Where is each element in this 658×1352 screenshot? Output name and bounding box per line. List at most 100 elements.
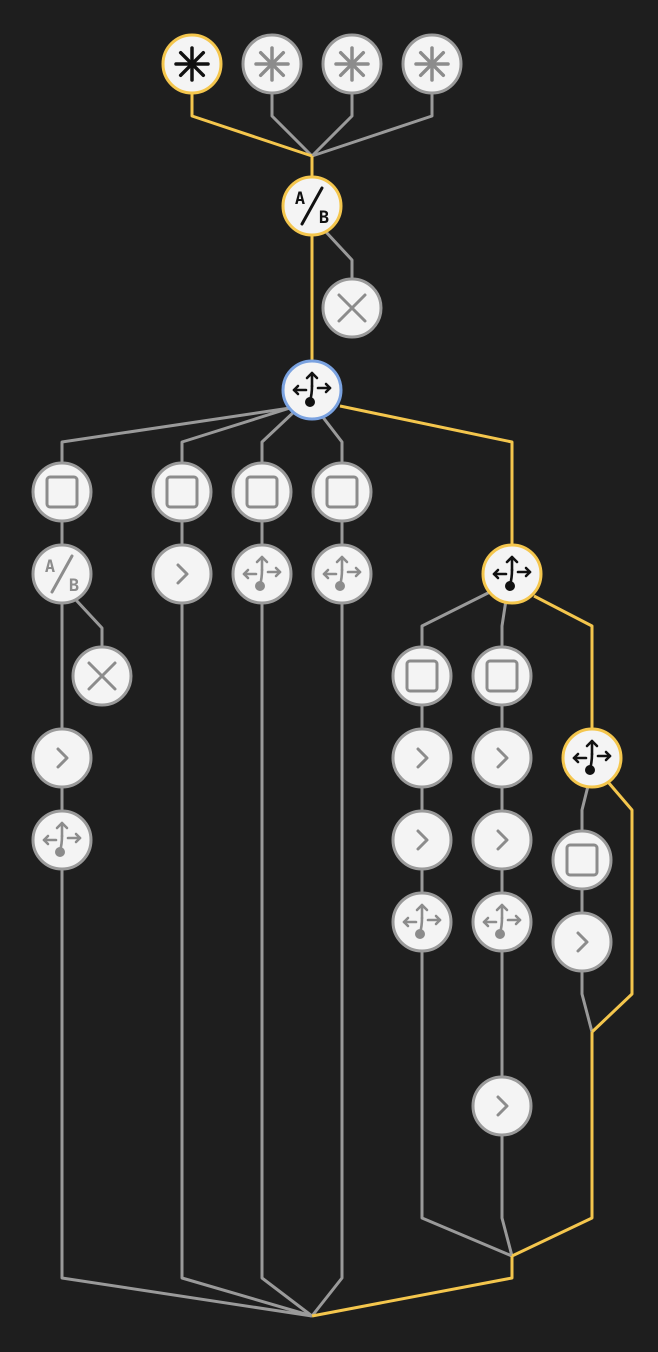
node-c3-sq[interactable] — [231, 461, 293, 523]
ab-split-icon: AB — [45, 554, 79, 596]
chevron-right-icon — [416, 747, 429, 769]
node-c1-ab[interactable]: AB — [31, 543, 93, 605]
fork-icon — [322, 555, 362, 591]
edge-e-c1-chain — [60, 520, 313, 1318]
node-c3-fk[interactable] — [231, 543, 293, 605]
close-icon — [87, 661, 117, 691]
node-t1[interactable] — [161, 33, 223, 95]
ab-split-icon: AB — [295, 186, 329, 228]
edge-e-c4-chain — [310, 520, 344, 1317]
node-circle — [311, 461, 373, 523]
chevron-right-icon — [416, 829, 429, 851]
close-icon — [337, 293, 367, 323]
edge-e-fork1-c1 — [60, 406, 291, 464]
node-circle — [231, 461, 293, 523]
edge-e-fork3-bypass — [590, 781, 634, 1034]
node-x1[interactable] — [321, 277, 383, 339]
node-c1-ch[interactable] — [31, 727, 93, 789]
edge-e-t2 — [270, 92, 314, 158]
fork-icon — [492, 555, 532, 591]
chevron-right-icon — [496, 829, 509, 851]
chevron-right-icon — [176, 563, 189, 585]
square-icon — [245, 475, 279, 509]
node-c4-fk[interactable] — [311, 543, 373, 605]
node-d2-ch3[interactable] — [471, 1075, 533, 1137]
node-d1-sq[interactable] — [391, 645, 453, 707]
square-icon — [565, 843, 599, 877]
edges-layer — [60, 92, 634, 1318]
node-circle — [31, 727, 93, 789]
edge-e-fork2-d2 — [500, 599, 508, 648]
node-circle — [551, 829, 613, 891]
node-circle — [151, 461, 213, 523]
node-c1-x[interactable] — [71, 645, 133, 707]
node-fork1[interactable] — [281, 359, 343, 421]
fork-icon — [572, 739, 612, 775]
node-d1-fk[interactable] — [391, 891, 453, 953]
node-c4-sq[interactable] — [311, 461, 373, 523]
edge-e-fork1-c2 — [180, 406, 291, 464]
chevron-right-icon — [576, 931, 589, 953]
asterisk-icon — [414, 46, 450, 82]
edge-e-c3-chain — [260, 520, 313, 1318]
asterisk-icon — [334, 46, 370, 82]
edge-e-fork2-d1 — [420, 590, 491, 648]
edge-e-fork2-fork3 — [533, 594, 594, 730]
node-circle — [471, 1075, 533, 1137]
fork-icon — [42, 821, 82, 857]
chevron-right-icon — [496, 1095, 509, 1117]
node-e1-ch[interactable] — [551, 911, 613, 973]
node-d2-sq[interactable] — [471, 645, 533, 707]
edge-e-t3 — [310, 92, 354, 158]
node-circle — [471, 727, 533, 789]
edge-e-right-merge — [311, 1256, 514, 1318]
square-icon — [45, 475, 79, 509]
fork-icon — [242, 555, 282, 591]
ab-letter-a: A — [295, 189, 305, 209]
node-c1-sq[interactable] — [31, 461, 93, 523]
edge-e-fork1-c4 — [320, 415, 344, 464]
ab-letter-b: B — [69, 576, 79, 596]
chevron-right-icon — [496, 747, 509, 769]
node-circle — [151, 543, 213, 605]
edge-e-t4 — [311, 92, 434, 158]
node-t2[interactable] — [241, 33, 303, 95]
node-circle — [471, 809, 533, 871]
node-ab1[interactable]: AB — [281, 175, 343, 237]
node-circle — [31, 461, 93, 523]
fork-icon — [402, 903, 442, 939]
node-fork2[interactable] — [481, 543, 543, 605]
ab-letter-b: B — [319, 208, 329, 228]
node-d2-ch2[interactable] — [471, 809, 533, 871]
node-circle — [391, 645, 453, 707]
square-icon — [405, 659, 439, 693]
node-d2-fk[interactable] — [471, 891, 533, 953]
node-c1-fk[interactable] — [31, 809, 93, 871]
node-c2-ch[interactable] — [151, 543, 213, 605]
edge-e-fork1-fork2 — [339, 404, 514, 546]
node-circle — [391, 809, 453, 871]
node-d1-ch1[interactable] — [391, 727, 453, 789]
node-c2-sq[interactable] — [151, 461, 213, 523]
asterisk-icon — [174, 46, 210, 82]
asterisk-icon — [254, 46, 290, 82]
node-d2-ch1[interactable] — [471, 727, 533, 789]
node-fork3[interactable] — [561, 727, 623, 789]
node-d1-ch2[interactable] — [391, 809, 453, 871]
edge-e-c2-chain — [180, 520, 313, 1318]
edge-e-fork3-merge — [511, 1032, 594, 1258]
ab-letter-a: A — [45, 557, 55, 577]
square-icon — [325, 475, 359, 509]
edge-e-t1 — [190, 92, 313, 158]
edge-e-ab1-x1 — [324, 230, 354, 280]
node-t3[interactable] — [321, 33, 383, 95]
fork-icon — [482, 903, 522, 939]
node-t4[interactable] — [401, 33, 463, 95]
node-e1-sq[interactable] — [551, 829, 613, 891]
square-icon — [165, 475, 199, 509]
node-circle — [551, 911, 613, 973]
edge-e-fork3-e1 — [580, 785, 590, 832]
node-circle — [391, 727, 453, 789]
node-circle — [471, 645, 533, 707]
